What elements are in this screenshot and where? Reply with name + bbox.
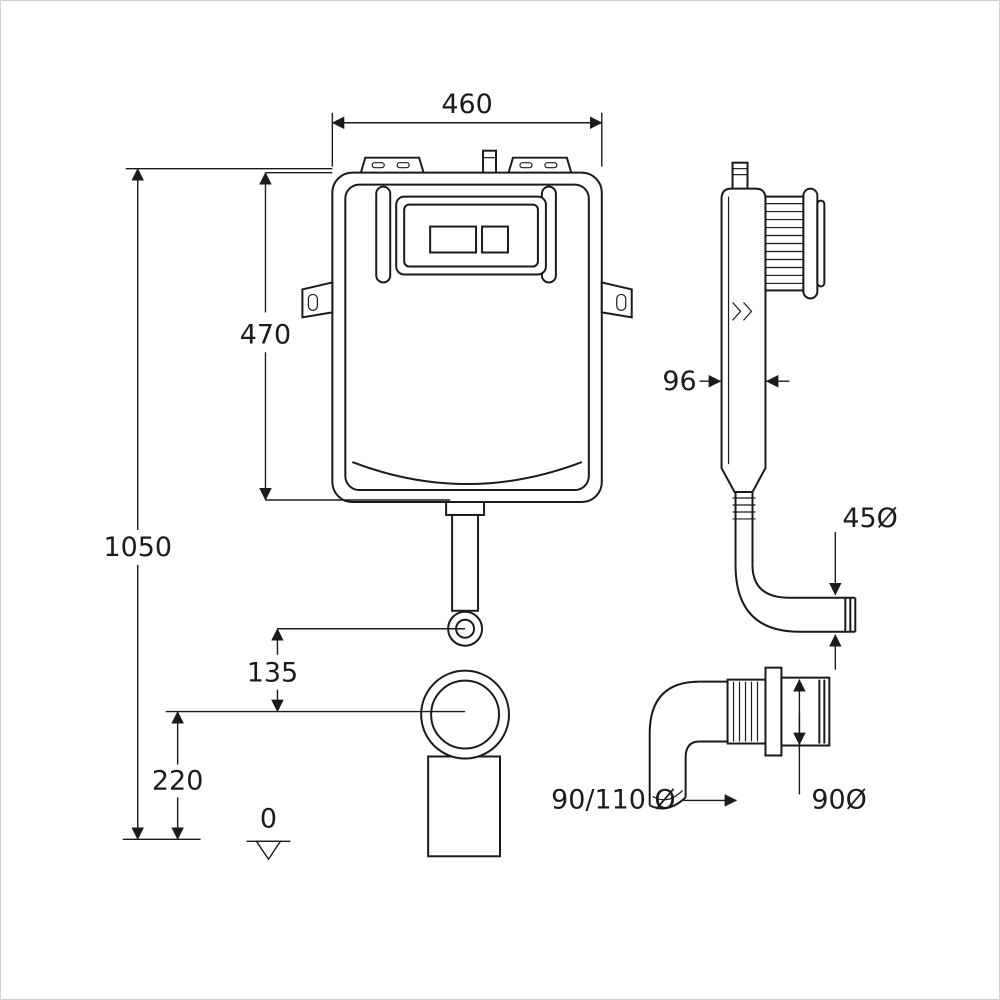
flow-chevrons <box>732 301 753 321</box>
dim-width-460: 460 <box>331 89 603 167</box>
inlet-stub <box>482 149 498 176</box>
elbow-socket <box>780 676 831 747</box>
dim-width-label: 460 <box>441 89 492 120</box>
fixing-flange-right <box>600 281 633 319</box>
dim-dia-90: 90Ø <box>793 679 867 815</box>
side-tank <box>720 187 767 494</box>
flush-plate <box>395 195 547 276</box>
dimension-annotations: 460 470 1050 135 <box>103 89 898 861</box>
dim-dia-90-110: 90/110 Ø <box>551 784 738 815</box>
drain-bend-opening <box>420 669 510 760</box>
dim-dia-45-label: 45Ø <box>842 503 897 534</box>
flush-button-left <box>429 225 478 254</box>
side-view-cistern <box>720 161 857 633</box>
tank-sump-curve <box>351 461 583 486</box>
elbow-flange <box>764 666 783 757</box>
flush-button-right <box>481 225 509 254</box>
dim-total-height-1050: 1050 <box>103 167 333 841</box>
elbow-outer-wall <box>648 680 700 806</box>
dim-height-220-label: 220 <box>152 765 203 796</box>
fixing-flange-left <box>301 281 334 319</box>
frame-rail-left <box>375 185 392 284</box>
cistern-tank-inner <box>344 183 590 492</box>
elbow-mouth <box>649 796 687 810</box>
dim-depth-96-label: 96 <box>662 366 696 397</box>
flush-pipe <box>451 513 480 612</box>
dim-height-label: 470 <box>240 319 291 350</box>
datum-zero-label: 0 <box>260 803 277 834</box>
dim-dia-45: 45Ø <box>829 503 898 670</box>
dim-height-220: 220 <box>152 710 203 840</box>
dim-depth-96: 96 <box>662 366 790 397</box>
dim-offset-135: 135 <box>165 628 466 713</box>
side-outlet-pipe <box>732 492 857 633</box>
side-inlet-stub <box>731 161 749 192</box>
dim-offset-135-label: 135 <box>247 658 298 689</box>
datum-symbol: 0 <box>246 803 291 861</box>
drain-pipe <box>427 755 501 858</box>
dim-dia-90-110-label: 90/110 Ø <box>551 784 676 815</box>
dim-dia-90-label: 90Ø <box>811 784 866 815</box>
dim-height-470: 470 <box>240 171 451 501</box>
dim-total-height-label: 1050 <box>103 532 172 563</box>
front-view-cistern <box>301 149 633 858</box>
actuator-unit <box>764 187 826 300</box>
elbow-fitting <box>648 666 831 810</box>
elbow-inner-wall <box>684 740 700 798</box>
elbow-ribbed-coupling <box>726 678 767 745</box>
flush-pipe-collar <box>445 500 486 516</box>
